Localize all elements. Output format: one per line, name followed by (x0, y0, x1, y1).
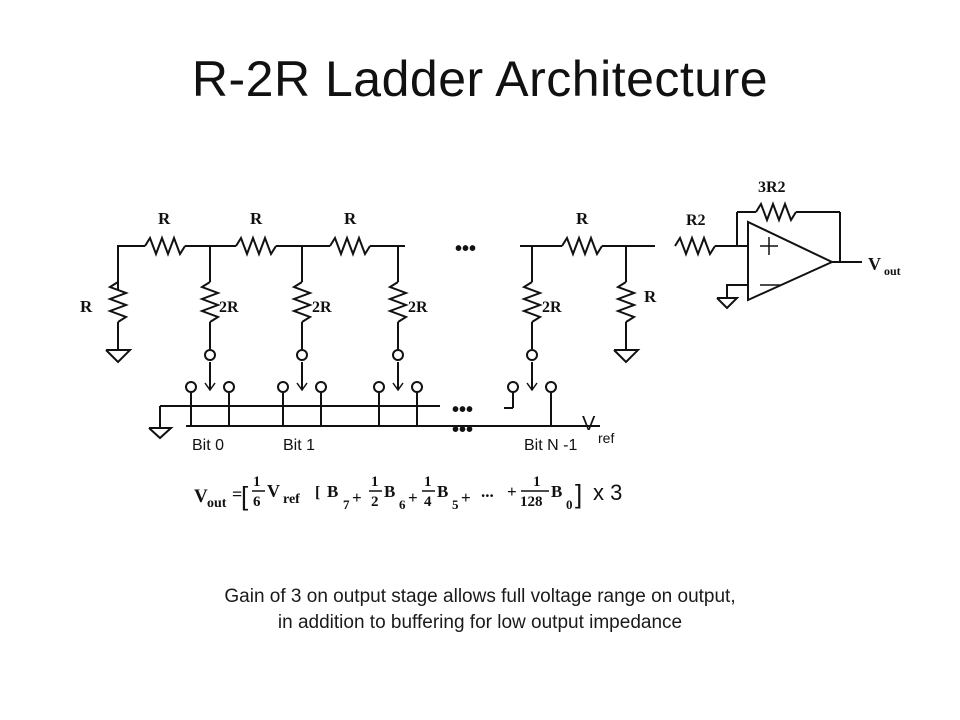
vout-label: V (868, 254, 881, 274)
formula-b5-sub: 5 (452, 497, 459, 512)
terminal-r-label: R (80, 297, 93, 316)
formula-quarter-den: 4 (424, 494, 432, 510)
formula-quarter-num: 1 (424, 474, 432, 490)
formula-close-bracket: ] (575, 479, 582, 509)
terminal-r-label: R (644, 287, 657, 306)
formula-frac-den: 6 (253, 494, 261, 510)
3r2-label: 3R2 (758, 179, 786, 196)
caption-line-2: in addition to buffering for low output … (277, 612, 683, 633)
opamp-stage (674, 201, 862, 310)
right-terminal-resistor (613, 246, 641, 364)
series-r-label: R (576, 209, 589, 228)
formula-vref: V (267, 481, 280, 501)
shunt-branch-2 (277, 246, 327, 393)
formula-b7-sub: 7 (343, 497, 350, 512)
formula-b6-sub: 6 (399, 497, 406, 512)
bit-1-label: Bit 1 (283, 437, 315, 454)
vref-label: V (582, 413, 596, 435)
formula-plus: + (507, 482, 517, 501)
formula-b0-sub: 0 (566, 497, 573, 512)
formula-plus: + (461, 488, 471, 507)
transfer-formula: V out = [ 1 6 V ref [ B 7 + 1 2 B 6 + 1 … (194, 474, 622, 512)
formula-gain: x 3 (593, 480, 622, 505)
formula-last-num: 1 (533, 474, 541, 490)
bit-n-label: Bit N -1 (524, 437, 577, 454)
r2-label: R2 (686, 212, 706, 229)
vref-subscript: ref (598, 430, 614, 446)
formula-half-num: 1 (371, 474, 379, 490)
formula-dots: ... (481, 482, 494, 501)
formula-b7: B (327, 482, 338, 501)
slide-caption: Gain of 3 on output stage allows full vo… (0, 584, 960, 636)
formula-plus: + (352, 488, 362, 507)
series-r-label: R (158, 209, 171, 228)
shunt-branch-n (507, 246, 557, 393)
formula-last-den: 128 (520, 494, 543, 510)
series-r-label: R (250, 209, 263, 228)
slide-title: R-2R Ladder Architecture (191, 51, 769, 107)
formula-vout-sub: out (207, 496, 227, 511)
top-rail (117, 235, 655, 290)
formula-plus: + (408, 488, 418, 507)
bit-0-label: Bit 0 (192, 437, 224, 454)
shunt-2r-label: 2R (219, 299, 239, 316)
left-terminal-resistor (105, 281, 133, 364)
formula-vref-sub: ref (283, 492, 300, 507)
formula-frac-num: 1 (253, 474, 261, 490)
shunt-branch-3 (373, 246, 423, 393)
formula-b5: B (437, 482, 448, 501)
formula-equals: = (232, 484, 242, 504)
series-r-label: R (344, 209, 357, 228)
vout-subscript: out (884, 264, 901, 278)
shunt-2r-label: 2R (312, 299, 332, 316)
ladder-ellipsis: ••• (455, 238, 476, 260)
formula-vout: V (194, 486, 208, 507)
bit-bus (148, 392, 600, 440)
formula-open-bracket: [ (241, 481, 249, 511)
formula-b0: B (551, 482, 562, 501)
shunt-branch-1 (185, 246, 235, 393)
shunt-2r-label: 2R (542, 299, 562, 316)
caption-line-1: Gain of 3 on output stage allows full vo… (224, 586, 736, 607)
formula-inner-bracket: [ (315, 484, 320, 501)
formula-half-den: 2 (371, 494, 379, 510)
bus-ellipsis: ••• (452, 399, 473, 421)
shunt-2r-label: 2R (408, 299, 428, 316)
formula-b6: B (384, 482, 395, 501)
bus-ellipsis: ••• (452, 419, 473, 441)
